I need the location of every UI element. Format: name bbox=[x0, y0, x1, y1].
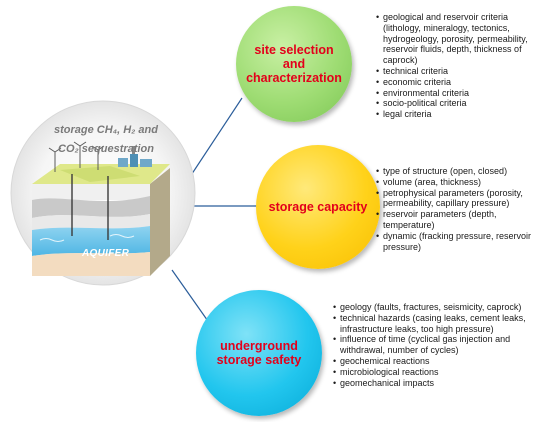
list-item: reservoir parameters (depth, temperature… bbox=[376, 209, 548, 231]
list-item: technical criteria bbox=[376, 66, 548, 77]
list-item: economic criteria bbox=[376, 77, 548, 88]
criteria-list-storage-safety: geology (faults, fractures, seismicity, … bbox=[333, 302, 547, 388]
bubble-label-storage-capacity: storage capacity bbox=[268, 200, 368, 214]
list-item: technical hazards (casing leaks, cement … bbox=[333, 313, 547, 335]
list-item: environmental criteria bbox=[376, 88, 548, 99]
sandstone-layer bbox=[32, 252, 150, 276]
rock-layer-gray bbox=[32, 196, 150, 218]
bubble-storage-safety: underground storage safety bbox=[196, 290, 322, 416]
list-item: legal criteria bbox=[376, 109, 548, 120]
scene-title: storage CH₄, H₂ and CO₂ sequestration bbox=[54, 124, 158, 155]
connector-line-storage-safety bbox=[171, 269, 211, 325]
list-item: petrophysical parameters (porosity, perm… bbox=[376, 188, 548, 210]
industrial-plant-icon bbox=[118, 146, 152, 167]
geology-block-illustration bbox=[32, 141, 170, 276]
bubble-storage-capacity: storage capacity bbox=[256, 145, 380, 269]
list-item: microbiological reactions bbox=[333, 367, 547, 378]
list-item: socio-political criteria bbox=[376, 98, 548, 109]
list-item: type of structure (open, closed) bbox=[376, 166, 548, 177]
list-item: volume (area, thickness) bbox=[376, 177, 548, 188]
bubble-label-storage-safety: underground storage safety bbox=[216, 339, 302, 367]
aquifer-label: AQUIFER bbox=[82, 248, 130, 259]
list-item: geomechanical impacts bbox=[333, 378, 547, 389]
wind-turbine-icon bbox=[48, 141, 105, 172]
list-item: geochemical reactions bbox=[333, 356, 547, 367]
list-item: geological and reservoir criteria (litho… bbox=[376, 12, 548, 66]
list-item: geology (faults, fractures, seismicity, … bbox=[333, 302, 547, 313]
list-item: influence of time (cyclical gas injectio… bbox=[333, 334, 547, 356]
criteria-list-storage-capacity: type of structure (open, closed) volume … bbox=[376, 166, 548, 252]
bubble-label-site-selection: site selection and characterization bbox=[246, 43, 342, 85]
aquifer-water-layer bbox=[32, 226, 150, 256]
bubble-site-selection: site selection and characterization bbox=[236, 6, 352, 122]
list-item: dynamic (fracking pressure, reservoir pr… bbox=[376, 231, 548, 253]
criteria-list-site-selection: geological and reservoir criteria (litho… bbox=[376, 12, 548, 120]
